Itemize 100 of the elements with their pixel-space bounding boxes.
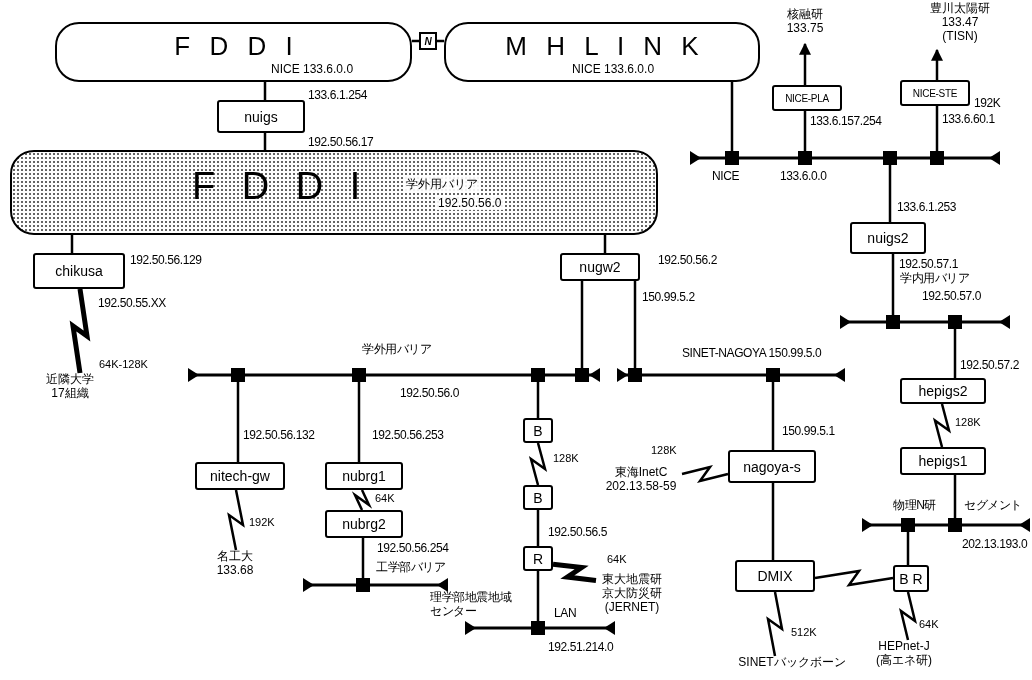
site-label: 近隣大学17組織 — [45, 373, 95, 401]
edge-label: 512K — [790, 626, 818, 639]
router-name: NICE-PLA — [785, 92, 829, 104]
address-label: 192.50.56.254 — [377, 541, 449, 555]
arrow — [931, 48, 943, 80]
router-box — [900, 378, 986, 404]
network-link — [536, 510, 540, 546]
network-link — [633, 281, 637, 368]
network-ring — [55, 22, 412, 82]
edge-label: 64K-128K — [98, 358, 149, 371]
router-name: hepigs1 — [918, 453, 968, 469]
ethernet-bus — [690, 151, 1000, 165]
address-label: 192.50.56.2 — [658, 253, 717, 267]
router-name: nuigs — [244, 108, 278, 125]
router-box — [893, 565, 929, 592]
address-label: 物理N研 — [893, 498, 937, 512]
ethernet-bus — [840, 315, 1010, 329]
serial-link — [899, 591, 917, 641]
edge-label: 192K — [248, 516, 276, 529]
router-name: nitech-gw — [210, 468, 270, 484]
site-label: 133.47 — [941, 15, 979, 30]
router-box — [325, 462, 403, 490]
serial-link — [69, 288, 91, 374]
ethernet-bus — [303, 578, 448, 592]
edge-label: 128K — [954, 416, 982, 429]
address-label: 192.50.56.17 — [308, 135, 374, 149]
serial-link — [681, 464, 729, 484]
address-label: 150.99.5.1 — [782, 424, 835, 438]
network-link — [888, 165, 892, 222]
connector-box — [419, 32, 437, 50]
network-link — [891, 254, 895, 315]
site-label: 東大地震研 — [602, 573, 662, 587]
network-link — [580, 281, 584, 368]
address-label: NICE — [712, 169, 740, 183]
router-box — [900, 80, 970, 106]
router-name: NICE-STE — [912, 87, 958, 99]
ring-title: M H L I N K — [505, 32, 699, 61]
serial-link — [814, 569, 894, 587]
router-box — [523, 546, 553, 571]
address-label: 192.50.56.253 — [372, 428, 444, 442]
router-box — [217, 100, 305, 133]
router-box — [728, 450, 816, 483]
edge-label: 128K — [650, 444, 678, 457]
network-link — [906, 532, 910, 565]
edge-label: 64K — [374, 492, 396, 505]
router-box — [735, 560, 815, 592]
edge-label: 64K — [918, 618, 940, 631]
address-label: 192.50.56.129 — [130, 253, 202, 267]
router-name: hepigs2 — [918, 383, 968, 399]
router-box — [195, 462, 285, 490]
address-label: 192.50.55.XX — [98, 296, 166, 310]
network-link — [536, 382, 540, 418]
network-link — [730, 82, 734, 151]
network-link — [536, 571, 540, 621]
ethernet-bus — [188, 368, 600, 382]
address-label: 133.6.1.253 — [897, 200, 956, 214]
address-label: LAN — [554, 606, 577, 620]
router-name: nuigs2 — [867, 230, 909, 246]
network-ring — [10, 150, 658, 235]
address-label: 150.99.5.2 — [642, 290, 695, 304]
ring-label: NICE 133.6.0.0 — [269, 62, 356, 76]
router-box — [772, 85, 842, 111]
address-label: 192.50.57.1 — [899, 257, 958, 271]
site-label: 核融研 — [787, 8, 823, 22]
site-label: 133.75 — [786, 21, 824, 36]
site-label: (TISN) — [942, 29, 978, 44]
edge-label: 64K — [606, 553, 628, 566]
ethernet-bus — [465, 621, 615, 635]
router-name: B — [533, 489, 543, 506]
address-label: 133.6.60.1 — [942, 112, 995, 126]
network-link — [771, 483, 775, 560]
address-label: 192.50.56.5 — [548, 525, 607, 539]
router-name: B — [533, 422, 543, 439]
site-label: 名工大 — [217, 550, 253, 564]
ring-title: F D D I — [192, 166, 361, 208]
site-label: 133.68 — [216, 563, 254, 578]
serial-link — [766, 591, 784, 657]
router-box — [325, 510, 403, 538]
network-link — [953, 475, 957, 518]
router-name: nubrg2 — [342, 516, 386, 532]
ethernet-bus — [617, 368, 845, 382]
address-label: 192K — [974, 96, 1001, 110]
serial-link — [932, 403, 952, 448]
ethernet-bus — [862, 518, 1030, 532]
serial-link — [227, 489, 245, 551]
ring-label: NICE 133.6.0.0 — [570, 62, 657, 76]
network-ring — [444, 22, 760, 82]
router-name: R — [532, 550, 544, 567]
address-label: 192.50.57.2 — [960, 358, 1019, 372]
serial-link — [552, 561, 597, 583]
edge-label: 128K — [552, 452, 580, 465]
site-label: HEPnet-J — [878, 640, 930, 654]
router-box — [33, 253, 125, 289]
address-label: 133.6.1.254 — [308, 88, 367, 102]
router-box — [560, 253, 640, 281]
address-label: 学内用バリア — [900, 271, 970, 285]
router-name: nugw2 — [579, 259, 621, 275]
network-link — [236, 382, 240, 462]
network-link — [357, 382, 361, 462]
router-name: nubrg1 — [342, 468, 386, 484]
